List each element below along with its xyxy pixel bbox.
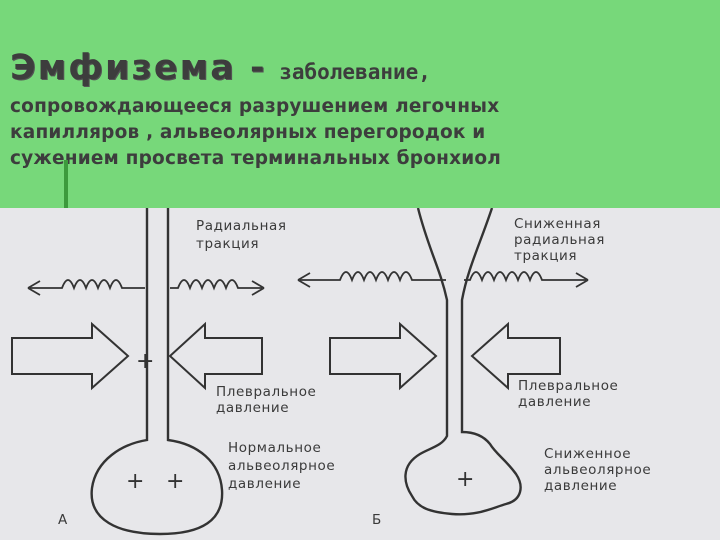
title-line-2: сопровождающееся разрушением легочных (10, 96, 500, 117)
pleural-arrow-left (11, 321, 130, 391)
traction-arrowhead-left (27, 280, 41, 296)
title-line-3: капилляров , альвеолярных перегородок и (10, 122, 486, 143)
diagram-a-normal: + + + Радиальная тракция Плевральное дав… (11, 208, 335, 536)
airway-pressure-sign: + (136, 349, 154, 374)
reduced-traction-spring-left (300, 271, 446, 283)
emphysema-diagram: + + + Радиальная тракция Плевральное дав… (11, 208, 651, 536)
title-line-1: Эмфизема - заболевание, (10, 48, 710, 88)
label-pleural-b-line2: давление (518, 394, 591, 410)
pleural-arrow-left-b (329, 321, 438, 391)
pleural-arrow-right (168, 321, 263, 391)
label-traction-line1: Радиальная (196, 218, 287, 234)
label-reduced-traction-line1: Сниженная (514, 216, 601, 232)
title-term: Эмфизема - (10, 48, 267, 88)
traction-spring-left (30, 279, 145, 291)
label-pleural-line1: Плевральное (216, 384, 316, 400)
accent-bar (64, 160, 68, 212)
figure-panel: + + + Радиальная тракция Плевральное дав… (0, 208, 720, 540)
title-line-4: сужением просвета терминальных бронхиол (10, 148, 502, 169)
panel-letter-a: А (58, 512, 68, 528)
slide-title: Эмфизема - заболевание, сопровождающееся… (10, 48, 710, 172)
label-alveolar-line1: Нормальное (228, 440, 321, 456)
airway-normal (90, 208, 224, 536)
label-traction-line2: тракция (196, 236, 259, 252)
label-alveolar-line2: альвеолярное (228, 458, 335, 474)
label-reduced-alveolar-line3: давление (544, 478, 617, 494)
label-reduced-traction-line3: тракция (514, 248, 577, 264)
panel-letter-b: Б (372, 512, 382, 528)
airway-emphysema (404, 208, 522, 516)
alveolar-pressure-sign-b: + (456, 467, 474, 492)
alveolar-pressure-sign-2: + (166, 469, 184, 494)
reduced-traction-arrowhead-right (575, 272, 589, 288)
label-pleural-line2: давление (216, 400, 289, 416)
traction-spring-right (170, 279, 262, 291)
reduced-traction-spring-right (464, 271, 586, 283)
diagram-b-emphysema: + Сниженная радиальная тракция Плевральн… (297, 208, 651, 528)
label-reduced-alveolar-line1: Сниженное (544, 446, 631, 462)
label-pleural-b-line1: Плевральное (518, 378, 618, 394)
label-alveolar-line3: давление (228, 476, 301, 492)
title-definition-start: заболевание, (266, 60, 431, 84)
pleural-arrow-right-b (470, 321, 561, 391)
traction-arrowhead-right (251, 280, 265, 296)
reduced-traction-arrowhead-left (297, 272, 311, 288)
alveolar-pressure-sign-1: + (126, 469, 144, 494)
label-reduced-traction-line2: радиальная (514, 232, 605, 248)
label-reduced-alveolar-line2: альвеолярное (544, 462, 651, 478)
